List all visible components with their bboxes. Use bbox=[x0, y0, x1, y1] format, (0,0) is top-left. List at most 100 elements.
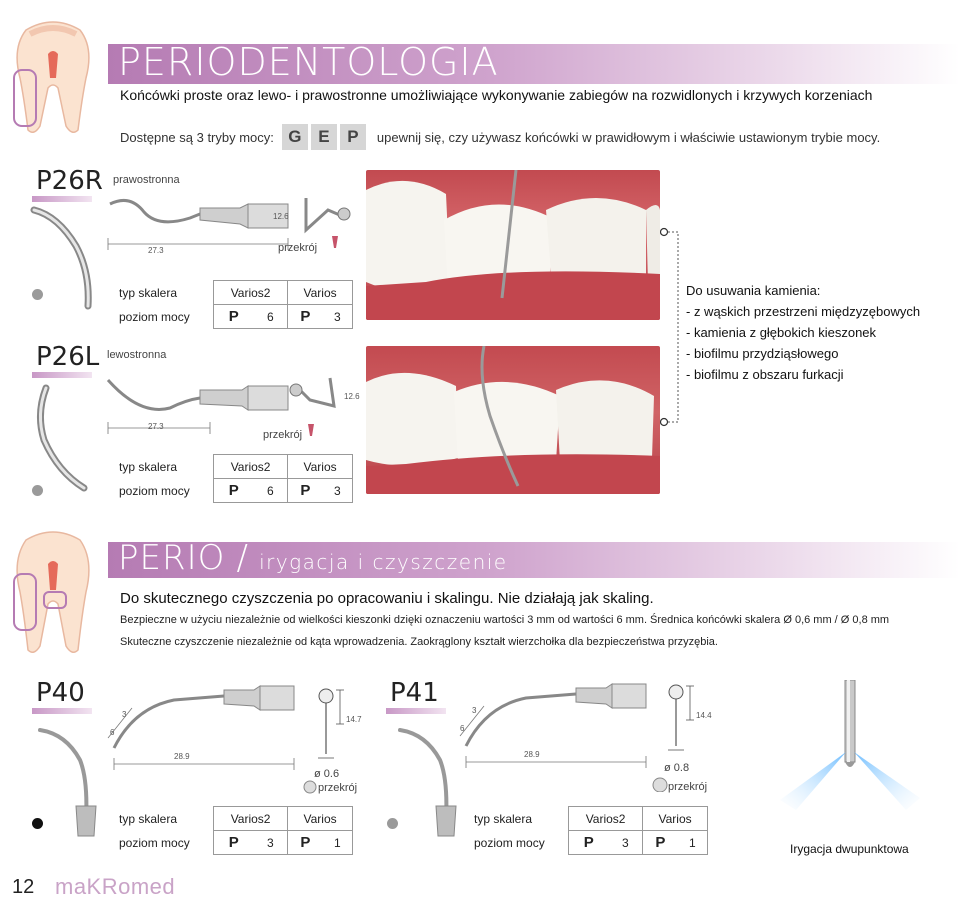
p26l-model: P26L bbox=[36, 342, 100, 372]
tooth-illustration-bottom bbox=[8, 530, 98, 660]
p40-mark-6: 6 bbox=[110, 728, 115, 737]
p40-height: 14.7 bbox=[346, 715, 362, 724]
p26l-clinical-photo bbox=[366, 346, 660, 494]
p26l-v-mode: P bbox=[287, 478, 323, 503]
p40-diameter: ø 0.6 bbox=[314, 768, 340, 780]
section2-title-main: PERIO bbox=[118, 538, 226, 578]
p26r-v-value: 3 bbox=[322, 304, 353, 329]
p40-col2: Varios2 bbox=[212, 806, 288, 831]
p41-col3: Varios bbox=[642, 806, 708, 831]
p40-row-label: poziom mocy bbox=[119, 835, 190, 850]
section2-banner bbox=[108, 542, 960, 578]
p26l-section-drawing bbox=[280, 370, 350, 440]
section1-subtitle: Końcówki proste oraz lewo- i prawostronn… bbox=[120, 87, 873, 103]
section2-title-slash: / bbox=[236, 538, 248, 578]
p41-tip-photo bbox=[396, 720, 466, 840]
p40-col1: typ skalera bbox=[119, 811, 178, 826]
p40-length: 28.9 bbox=[174, 752, 190, 761]
p26l-v2-mode: P bbox=[212, 478, 254, 503]
p40-tip-drawing bbox=[104, 678, 304, 778]
power-modes-row: Dostępne są 3 tryby mocy: G E P upewnij … bbox=[120, 124, 880, 150]
p41-row-label: poziom mocy bbox=[474, 835, 545, 850]
section1-title: PERIODENTOLOGIA bbox=[118, 40, 499, 84]
p26r-col3: Varios bbox=[287, 280, 353, 305]
section2-title: PERIO / irygacja i czyszczenie bbox=[118, 538, 508, 578]
uses-connector bbox=[659, 226, 682, 428]
p40-model: P40 bbox=[36, 678, 85, 708]
section2-title-sub: irygacja i czyszczenie bbox=[259, 550, 508, 574]
power-mode-g: G bbox=[281, 124, 308, 150]
p41-v-value: 1 bbox=[677, 830, 708, 855]
p26l-col2: Varios2 bbox=[212, 454, 288, 479]
power-modes-note: upewnij się, czy używasz końcówki w praw… bbox=[376, 129, 881, 145]
irrigation-caption: Irygacja dwupunktowa bbox=[790, 842, 909, 856]
p41-tip-drawing bbox=[456, 676, 656, 776]
p41-model-underline bbox=[386, 708, 446, 714]
p26l-spec-table: typ skalera Varios2 Varios poziom mocy P… bbox=[113, 454, 353, 503]
p41-spec-table: typ skalera Varios2 Varios poziom mocy P… bbox=[468, 806, 708, 855]
p40-v2-mode: P bbox=[212, 830, 254, 855]
p26r-v2-value: 6 bbox=[253, 304, 288, 329]
section2-line2: Skuteczne czyszczenie niezależnie od kąt… bbox=[120, 636, 718, 648]
power-mode-p: P bbox=[339, 124, 366, 150]
p26r-side: prawostronna bbox=[113, 174, 180, 186]
p26r-tip-drawing bbox=[100, 188, 350, 258]
p40-bullet bbox=[32, 818, 43, 829]
p41-height: 14.4 bbox=[696, 711, 712, 720]
section2-lead: Do skutecznego czyszczenia po opracowani… bbox=[120, 590, 654, 607]
p41-length: 28.9 bbox=[524, 750, 540, 759]
p41-v-mode: P bbox=[642, 830, 678, 855]
p26r-v2-mode: P bbox=[212, 304, 254, 329]
irrigation-illustration bbox=[770, 679, 930, 840]
p26l-model-underline bbox=[32, 372, 92, 378]
p26r-row-label: poziom mocy bbox=[119, 309, 190, 324]
p26l-row-label: poziom mocy bbox=[119, 483, 190, 498]
p26r-model-underline bbox=[32, 196, 92, 202]
p26r-col1: typ skalera bbox=[119, 285, 178, 300]
uses-heading: Do usuwania kamienia: bbox=[686, 283, 821, 298]
uses-item: - z wąskich przestrzeni międzyzębowych bbox=[686, 304, 921, 319]
uses-block: Do usuwania kamienia: - z wąskich przest… bbox=[686, 280, 920, 385]
p40-col3: Varios bbox=[287, 806, 353, 831]
uses-list: - z wąskich przestrzeni międzyzębowych -… bbox=[686, 301, 920, 385]
p41-section-label: przekrój bbox=[668, 781, 708, 793]
power-mode-group: G E P bbox=[281, 124, 369, 150]
p26r-section-label: przekrój bbox=[278, 242, 318, 254]
p41-model: P41 bbox=[390, 678, 439, 708]
page-number: 12 bbox=[12, 876, 35, 898]
section2-line1: Bezpieczne w użyciu niezależnie od wielk… bbox=[120, 614, 890, 626]
section1-banner bbox=[108, 44, 960, 84]
p26r-spec-table: typ skalera Varios2 Varios poziom mocy P… bbox=[113, 280, 353, 329]
p26r-model: P26R bbox=[36, 166, 103, 196]
p40-mark-3: 3 bbox=[122, 710, 127, 719]
uses-item: - biofilmu przydziąsłowego bbox=[686, 346, 839, 361]
p26r-tip-photo bbox=[28, 206, 98, 310]
p40-model-underline bbox=[32, 708, 92, 714]
p41-diameter: ø 0.8 bbox=[664, 762, 690, 774]
brand-logo: maKRomed bbox=[55, 874, 176, 899]
power-mode-e: E bbox=[310, 124, 337, 150]
p26r-bullet bbox=[32, 289, 43, 300]
power-modes-label: Dostępne są 3 tryby mocy: bbox=[120, 129, 274, 145]
p26l-col1: typ skalera bbox=[119, 459, 178, 474]
p41-mark-3: 3 bbox=[472, 706, 477, 715]
tooth-illustration-top bbox=[8, 18, 98, 138]
p26r-col2: Varios2 bbox=[212, 280, 288, 305]
p26l-tip-drawing bbox=[100, 368, 350, 438]
p40-spec-table: typ skalera Varios2 Varios poziom mocy P… bbox=[113, 806, 353, 855]
p26r-v-mode: P bbox=[287, 304, 323, 329]
p40-section-label: przekrój bbox=[318, 782, 358, 794]
p26l-section-dim: 12.6 bbox=[344, 392, 360, 401]
p40-v-mode: P bbox=[287, 830, 323, 855]
p26l-col3: Varios bbox=[287, 454, 353, 479]
p40-v2-value: 3 bbox=[253, 830, 288, 855]
uses-item: - kamienia z głębokich kieszonek bbox=[686, 325, 877, 340]
p41-col1: typ skalera bbox=[474, 811, 533, 826]
p26l-section-label: przekrój bbox=[263, 429, 303, 441]
p26l-bullet bbox=[32, 485, 43, 496]
p40-v-value: 1 bbox=[322, 830, 353, 855]
p26r-section-dim: 12.6 bbox=[273, 212, 289, 221]
p41-section-drawing bbox=[646, 680, 706, 793]
p40-tip-photo bbox=[36, 720, 106, 840]
uses-item: - biofilmu z obszaru furkacji bbox=[686, 367, 844, 382]
